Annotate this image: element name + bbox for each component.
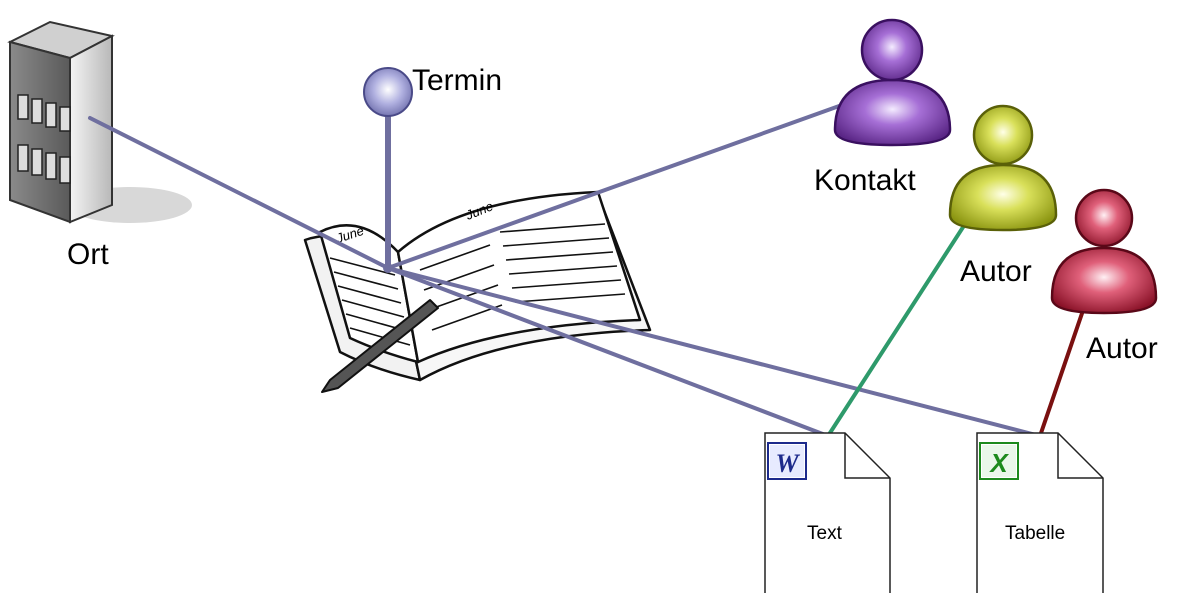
word-document-icon	[764, 432, 891, 593]
diary-book-icon	[303, 190, 652, 393]
label-table-document: Tabelle	[1005, 523, 1065, 544]
label-text-document: Text	[807, 523, 843, 544]
label-autor-2: Autor	[1086, 332, 1158, 365]
excel-glyph: X	[988, 448, 1009, 478]
label-autor-1: Autor	[960, 255, 1032, 288]
word-glyph: W	[775, 449, 800, 478]
termin-pin-icon	[363, 67, 413, 117]
label-ort: Ort	[67, 238, 109, 271]
building-icon	[7, 20, 192, 224]
autor-person-icon-yellow	[948, 104, 1058, 232]
connection-lines	[88, 85, 1105, 438]
link-hub-dot	[383, 263, 393, 273]
kontakt-person-icon	[833, 18, 952, 147]
autor-person-icon-red	[1050, 188, 1158, 315]
link-termin-kontakt	[386, 85, 894, 270]
label-kontakt: Kontakt	[814, 164, 916, 197]
link-termin-tabelle	[386, 266, 1042, 438]
link-termin-text	[386, 266, 830, 438]
excel-document-icon	[976, 432, 1104, 593]
link-ort-termin	[88, 116, 390, 270]
label-termin: Termin	[412, 64, 502, 97]
